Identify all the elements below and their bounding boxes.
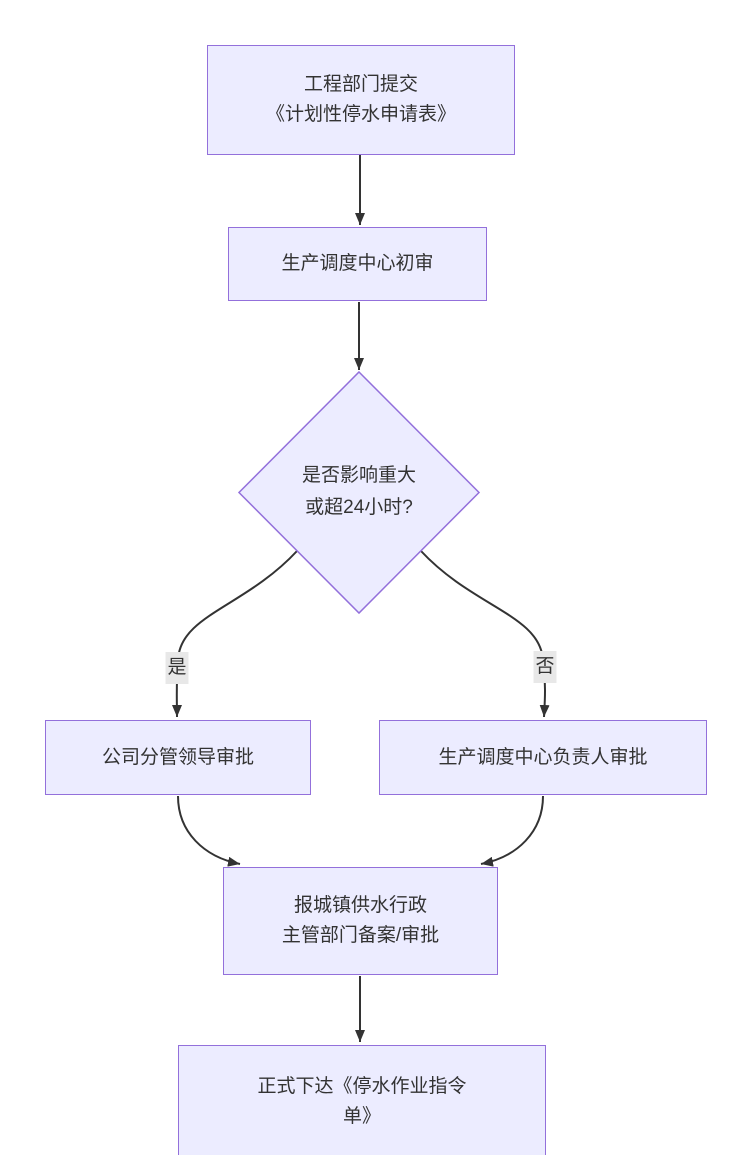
edge-label-no: 否 [533,651,557,683]
edge-label-yes: 是 [165,652,189,684]
node-issue-order: 正式下达《停水作业指令 单》 [178,1045,546,1155]
node-initial-review: 生产调度中心初审 [228,227,487,301]
node-submit-line2: 《计划性停水申请表》 [265,104,456,125]
node-decision-line2: 或超24小时? [305,497,413,518]
decision-diamond-shape [237,370,481,615]
node-leader-approval: 公司分管领导审批 [45,720,311,795]
node-initial-review-line1: 生产调度中心初审 [281,253,434,274]
node-submit-application: 工程部门提交 《计划性停水申请表》 [207,45,515,155]
edge-decision-yes [171,550,298,718]
edge-centerhead-to-gov [480,795,544,867]
node-gov-filing: 报城镇供水行政 主管部门备案/审批 [223,867,498,975]
node-decision: 是否影响重大 或超24小时? [259,432,459,552]
node-submit-line1: 工程部门提交 [303,74,418,95]
edge-label-yes-text: 是 [167,657,187,678]
edge-label-no-text: 否 [535,656,555,677]
node-gov-filing-line2: 主管部门备案/审批 [281,925,440,946]
node-decision-line1: 是否影响重大 [301,465,416,486]
node-gov-filing-line1: 报城镇供水行政 [293,895,427,916]
node-issue-order-line1: 正式下达《停水作业指令 [257,1076,467,1097]
node-issue-order-line2: 单》 [342,1106,381,1127]
edge-leader-to-gov [177,795,241,867]
node-leader-approval-line1: 公司分管领导审批 [101,746,254,768]
node-center-head-approval: 生产调度中心负责人审批 [379,720,707,795]
node-center-head-approval-line1: 生产调度中心负责人审批 [438,746,648,768]
edge-decision-no [420,550,550,718]
